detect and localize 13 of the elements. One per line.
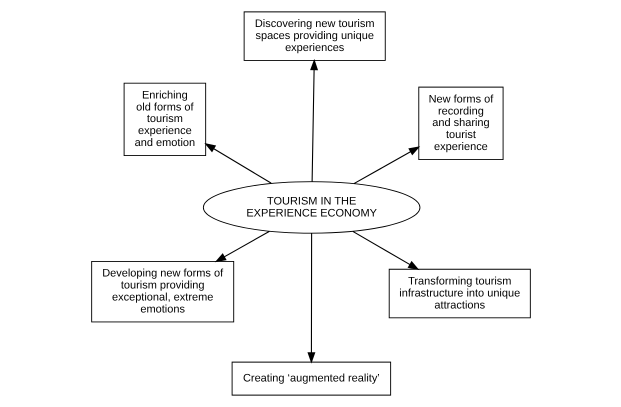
arrow xyxy=(214,230,270,262)
node-box: New forms of recording and sharing tourist experience xyxy=(418,86,504,160)
arrow xyxy=(353,146,420,184)
node-box: Enriching old forms of tourism experience and emotion xyxy=(123,82,206,156)
node-box: Transforming tourism infrastructure into unique attractions xyxy=(388,268,530,318)
node-box: Creating ‘augmented reality’ xyxy=(231,362,391,396)
node-box: Discovering new tourism spaces providing unique experiences xyxy=(243,11,386,61)
arrow xyxy=(352,230,419,270)
node-ellipse: TOURISM IN THE EXPERIENCE ECONOMY xyxy=(202,181,420,234)
arrow xyxy=(310,58,318,182)
node-box: Developing new forms of tourism providing exceptional, extreme emotions xyxy=(90,261,234,322)
arrow xyxy=(306,233,315,364)
arrow xyxy=(204,143,271,184)
